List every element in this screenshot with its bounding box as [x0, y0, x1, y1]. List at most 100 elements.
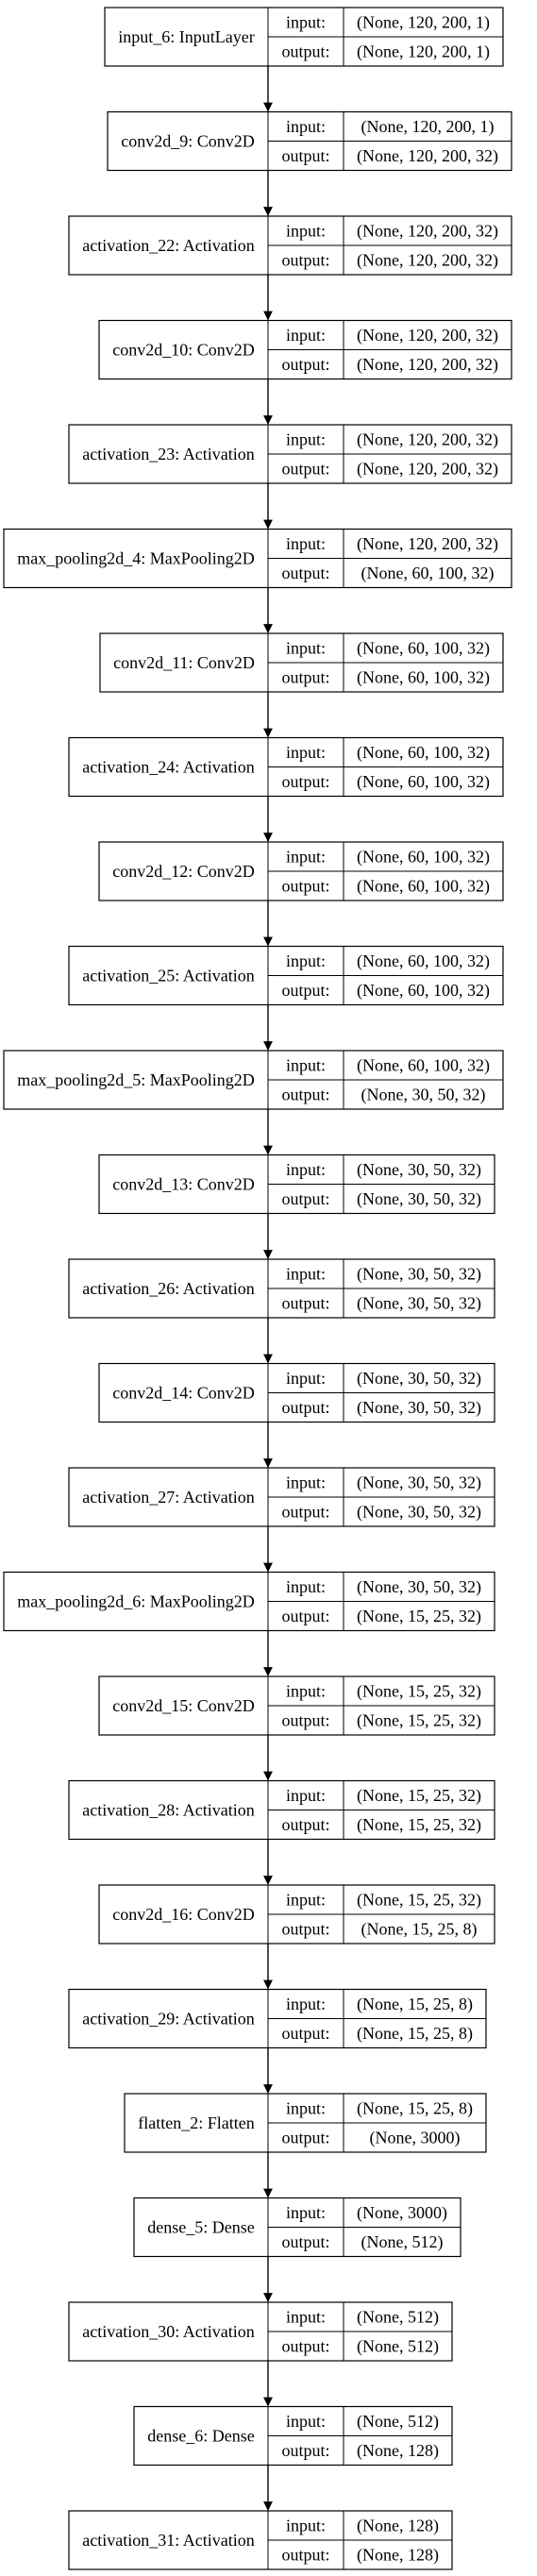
- layer-node: max_pooling2d_6: MaxPooling2D input: outpu…: [3, 1571, 495, 1632]
- layer-box: [3, 1050, 504, 1110]
- input-label: input:: [286, 848, 326, 867]
- input-shape: (None, 120, 200, 32): [357, 326, 498, 345]
- input-shape: (None, 30, 50, 32): [357, 1473, 481, 1493]
- output-label: output:: [281, 668, 329, 687]
- output-label: output:: [281, 2129, 329, 2147]
- input-shape: (None, 3000): [357, 2203, 447, 2223]
- layer-name: conv2d_15: Conv2D: [112, 1696, 255, 1715]
- input-label: input:: [286, 2517, 326, 2535]
- layer-node: activation_22: Activationinput:output:(N…: [68, 215, 512, 276]
- output-label: output:: [281, 1815, 329, 1834]
- layer-node: activation_31: Activationinput:output:(N…: [68, 2510, 453, 2570]
- input-label: input:: [286, 326, 326, 345]
- layer-node: conv2d_10: Conv2D input: output: (None, 120…: [98, 319, 512, 380]
- input-label: input:: [286, 117, 326, 136]
- input-label: input:: [286, 1577, 326, 1596]
- output-label: output:: [281, 2546, 329, 2565]
- input-shape: (None, 60, 100, 32): [357, 743, 490, 763]
- output-shape: (None, 30, 50, 32): [357, 1294, 481, 1314]
- layer-node: activation_29: Activationinput:output:(N…: [68, 1988, 487, 2049]
- layer-name: conv2d_16: Conv2D: [112, 1905, 255, 1924]
- input-label: input:: [286, 639, 326, 658]
- input-shape: (None, 30, 50, 32): [357, 1265, 481, 1285]
- input-label: input:: [286, 1891, 326, 1910]
- output-shape: (None, 60, 100, 32): [361, 564, 495, 583]
- layer-node: activation_30: Activationinput:output:(N…: [68, 2301, 453, 2362]
- output-label: output:: [281, 564, 329, 582]
- layer-name: max_pooling2d_4: MaxPooling2D: [17, 549, 255, 568]
- input-label: input:: [286, 534, 326, 553]
- input-label: input:: [286, 1473, 326, 1492]
- input-label: input:: [286, 951, 326, 970]
- layer-name: activation_29: Activation: [82, 2010, 254, 2029]
- layer-name: max_pooling2d_6: MaxPooling2D: [17, 1592, 255, 1611]
- input-label: input:: [286, 1160, 326, 1179]
- output-shape: (None, 60, 100, 32): [357, 877, 490, 897]
- input-shape: (None, 60, 100, 32): [357, 1056, 490, 1076]
- layer-name: conv2d_14: Conv2D: [112, 1384, 255, 1403]
- input-label: input:: [286, 1265, 326, 1284]
- input-label: input:: [286, 2099, 326, 2118]
- output-label: output:: [281, 355, 329, 374]
- input-shape: (None, 15, 25, 8): [357, 1995, 473, 2014]
- layer-name: dense_5: Dense: [147, 2218, 254, 2237]
- output-label: output:: [281, 2024, 329, 2043]
- input-shape: (None, 120, 200, 1): [357, 13, 490, 33]
- output-shape: (None, 512): [361, 2232, 444, 2252]
- output-label: output:: [281, 1711, 329, 1730]
- input-shape: (None, 60, 100, 32): [357, 639, 490, 659]
- input-label: input:: [286, 743, 326, 762]
- layer-name: activation_27: Activation: [82, 1488, 254, 1507]
- input-shape: (None, 60, 100, 32): [357, 951, 490, 971]
- output-shape: (None, 120, 200, 1): [357, 42, 490, 62]
- output-shape: (None, 15, 25, 32): [357, 1711, 481, 1731]
- output-label: output:: [281, 981, 329, 1000]
- output-shape: (None, 120, 200, 32): [357, 146, 498, 166]
- input-label: input:: [286, 1056, 326, 1075]
- output-shape: (None, 15, 25, 32): [357, 1815, 481, 1835]
- output-label: output:: [281, 1607, 329, 1625]
- output-shape: (None, 128): [357, 2546, 439, 2566]
- input-shape: (None, 128): [357, 2517, 439, 2536]
- output-label: output:: [281, 2232, 329, 2251]
- output-shape: (None, 60, 100, 32): [357, 772, 490, 792]
- input-shape: (None, 120, 200, 32): [357, 534, 498, 554]
- layer-node: dense_5: Dense input: output: (None, 3000) (…: [133, 2197, 461, 2258]
- layer-name: activation_30: Activation: [82, 2322, 254, 2341]
- output-label: output:: [281, 1503, 329, 1522]
- output-label: output:: [281, 877, 329, 896]
- output-label: output:: [281, 2337, 329, 2356]
- output-shape: (None, 30, 50, 32): [357, 1398, 481, 1418]
- layer-name: conv2d_9: Conv2D: [121, 132, 255, 151]
- output-label: output:: [281, 460, 329, 479]
- layer-name: conv2d_10: Conv2D: [112, 341, 255, 360]
- output-shape: (None, 15, 25, 8): [357, 2024, 473, 2044]
- output-label: output:: [281, 772, 329, 791]
- input-label: input:: [286, 2203, 326, 2222]
- output-shape: (None, 120, 200, 32): [357, 460, 498, 480]
- input-shape: (None, 120, 200, 32): [357, 430, 498, 450]
- layer-node: activation_27: Activation input: output: (N…: [68, 1467, 495, 1527]
- layer-name: activation_23: Activation: [82, 445, 254, 463]
- input-shape: (None, 15, 25, 8): [357, 2099, 473, 2119]
- output-label: output:: [281, 1086, 329, 1104]
- layer-node: activation_23: Activationinput:output:(N…: [68, 424, 512, 484]
- input-shape: (None, 30, 50, 32): [357, 1160, 481, 1180]
- output-shape: (None, 3000): [370, 2129, 461, 2148]
- output-shape: (None, 60, 100, 32): [357, 668, 490, 688]
- layer-node: activation_26: Activationinput:output:(N…: [68, 1258, 495, 1319]
- input-label: input:: [286, 2412, 326, 2431]
- input-shape: (None, 30, 50, 32): [357, 1577, 481, 1597]
- layer-node: max_pooling2d_5: MaxPooling2Dinput:outpu…: [3, 1050, 504, 1110]
- output-shape: (None, 15, 25, 8): [361, 1920, 478, 1940]
- input-label: input:: [286, 13, 326, 32]
